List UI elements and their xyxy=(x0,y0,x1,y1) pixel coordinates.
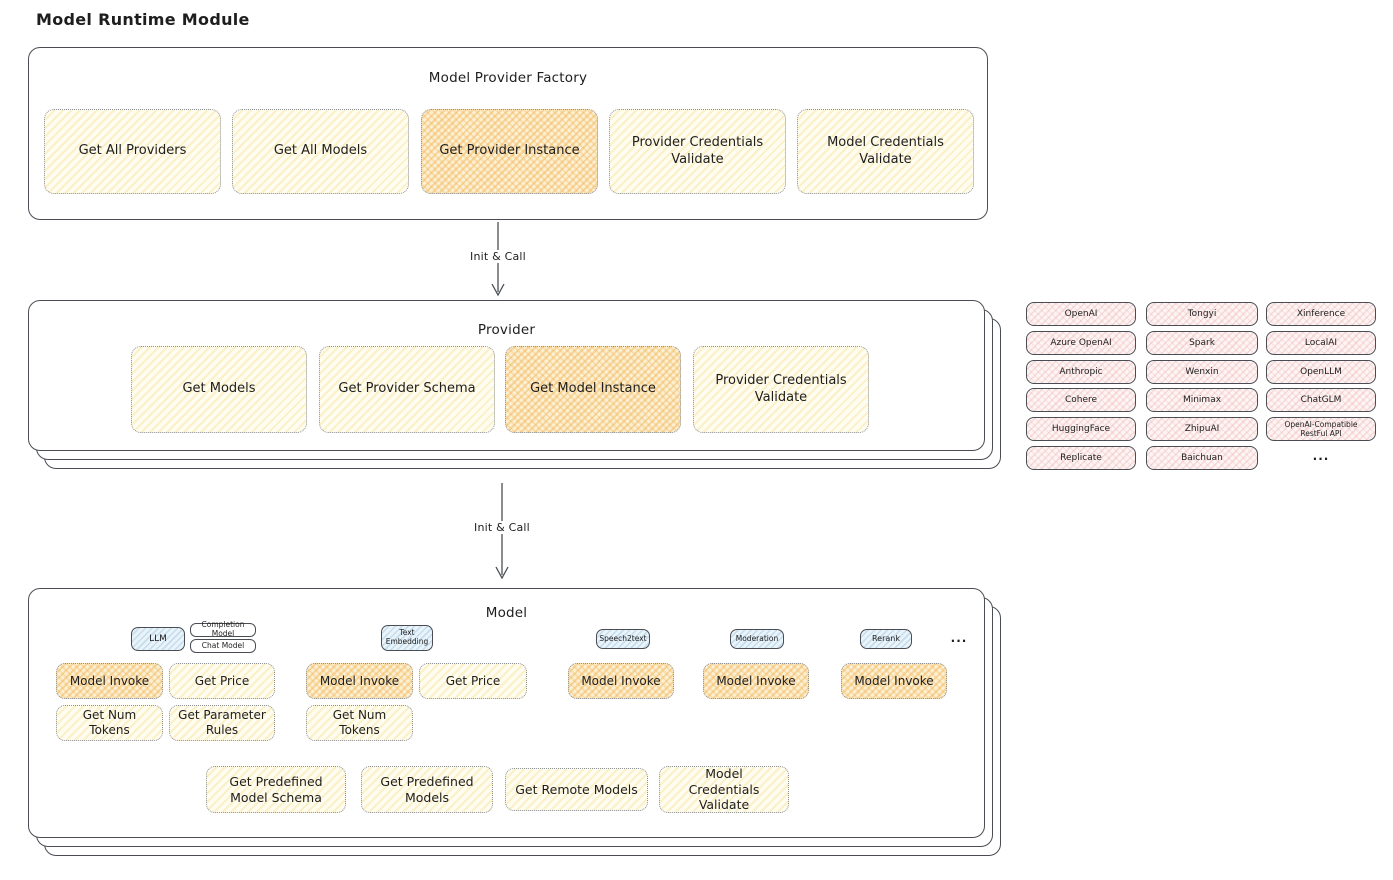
provider-pill-openai: OpenAI xyxy=(1026,302,1136,326)
provider-title: Provider xyxy=(477,322,536,338)
provider-pill-azure-openai: Azure OpenAI xyxy=(1026,331,1136,355)
provider-pill-openllm: OpenLLM xyxy=(1266,360,1376,384)
node-get-provider-schema: Get Provider Schema xyxy=(319,346,495,433)
arrow-label-init-call-1: Init & Call xyxy=(456,250,540,263)
node-embedding-get-num-tokens: Get Num Tokens xyxy=(306,705,413,741)
tag-moderation: Moderation xyxy=(730,629,784,649)
node-get-predefined-model-schema: Get Predefined Model Schema xyxy=(206,766,346,813)
node-get-predefined-models: Get Predefined Models xyxy=(361,766,493,813)
arrow-label-init-call-2: Init & Call xyxy=(460,521,544,534)
node-embedding-get-price: Get Price xyxy=(419,663,527,699)
node-get-all-models: Get All Models xyxy=(232,109,409,194)
node-moderation-model-invoke: Model Invoke xyxy=(703,663,809,699)
provider-pill-chatglm: ChatGLM xyxy=(1266,388,1376,412)
page-title: Model Runtime Module xyxy=(36,10,250,29)
model-title: Model xyxy=(485,605,528,621)
model-container: Model LLM Completion Model Chat Model Te… xyxy=(28,588,985,838)
node-get-all-providers: Get All Providers xyxy=(44,109,221,194)
tag-speech2text: Speech2text xyxy=(596,629,650,649)
node-provider-credentials-validate: Provider Credentials Validate xyxy=(609,109,786,194)
model-tags-more: ... xyxy=(950,631,968,645)
provider-pill-replicate: Replicate xyxy=(1026,446,1136,470)
provider-pill-wenxin: Wenxin xyxy=(1146,360,1258,384)
provider-catalog-more: ... xyxy=(1312,449,1330,463)
factory-title: Model Provider Factory xyxy=(428,70,588,86)
node-llm-get-parameter-rules: Get Parameter Rules xyxy=(169,705,275,741)
provider-pill-minimax: Minimax xyxy=(1146,388,1258,412)
node-get-remote-models: Get Remote Models xyxy=(505,768,648,811)
provider-pill-baichuan: Baichuan xyxy=(1146,446,1258,470)
node-llm-model-invoke: Model Invoke xyxy=(56,663,163,699)
node-get-model-instance: Get Model Instance xyxy=(505,346,681,433)
provider-pill-tongyi: Tongyi xyxy=(1146,302,1258,326)
tag-text-embedding: Text Embedding xyxy=(381,625,433,651)
node-model-credentials-validate: Model Credentials Validate xyxy=(797,109,974,194)
provider-pill-huggingface: HuggingFace xyxy=(1026,417,1136,441)
node-speech2text-model-invoke: Model Invoke xyxy=(568,663,674,699)
provider-pill-cohere: Cohere xyxy=(1026,388,1136,412)
provider-pill-openai-compatible: OpenAI-Compatible RestFul API xyxy=(1266,417,1376,441)
node-llm-get-price: Get Price xyxy=(169,663,275,699)
tag-completion-model: Completion Model xyxy=(190,621,256,638)
provider-pill-xinference: Xinference xyxy=(1266,302,1376,326)
node-rerank-model-invoke: Model Invoke xyxy=(841,663,947,699)
node-get-models: Get Models xyxy=(131,346,307,433)
tag-llm: LLM xyxy=(131,627,185,651)
node-llm-get-num-tokens: Get Num Tokens xyxy=(56,705,163,741)
provider-container: Provider Get Models Get Provider Schema … xyxy=(28,300,985,451)
provider-pill-spark: Spark xyxy=(1146,331,1258,355)
provider-pill-localai: LocalAI xyxy=(1266,331,1376,355)
provider-pill-zhipuai: ZhipuAI xyxy=(1146,417,1258,441)
node-embedding-model-invoke: Model Invoke xyxy=(306,663,413,699)
node-get-provider-instance: Get Provider Instance xyxy=(421,109,598,194)
factory-container: Model Provider Factory Get All Providers… xyxy=(28,47,988,220)
tag-rerank: Rerank xyxy=(860,629,912,649)
node-model-credentials-validate-2: Model Credentials Validate xyxy=(659,766,789,813)
provider-pill-anthropic: Anthropic xyxy=(1026,360,1136,384)
tag-chat-model: Chat Model xyxy=(190,639,256,653)
node-provider-credentials-validate-2: Provider Credentials Validate xyxy=(693,346,869,433)
